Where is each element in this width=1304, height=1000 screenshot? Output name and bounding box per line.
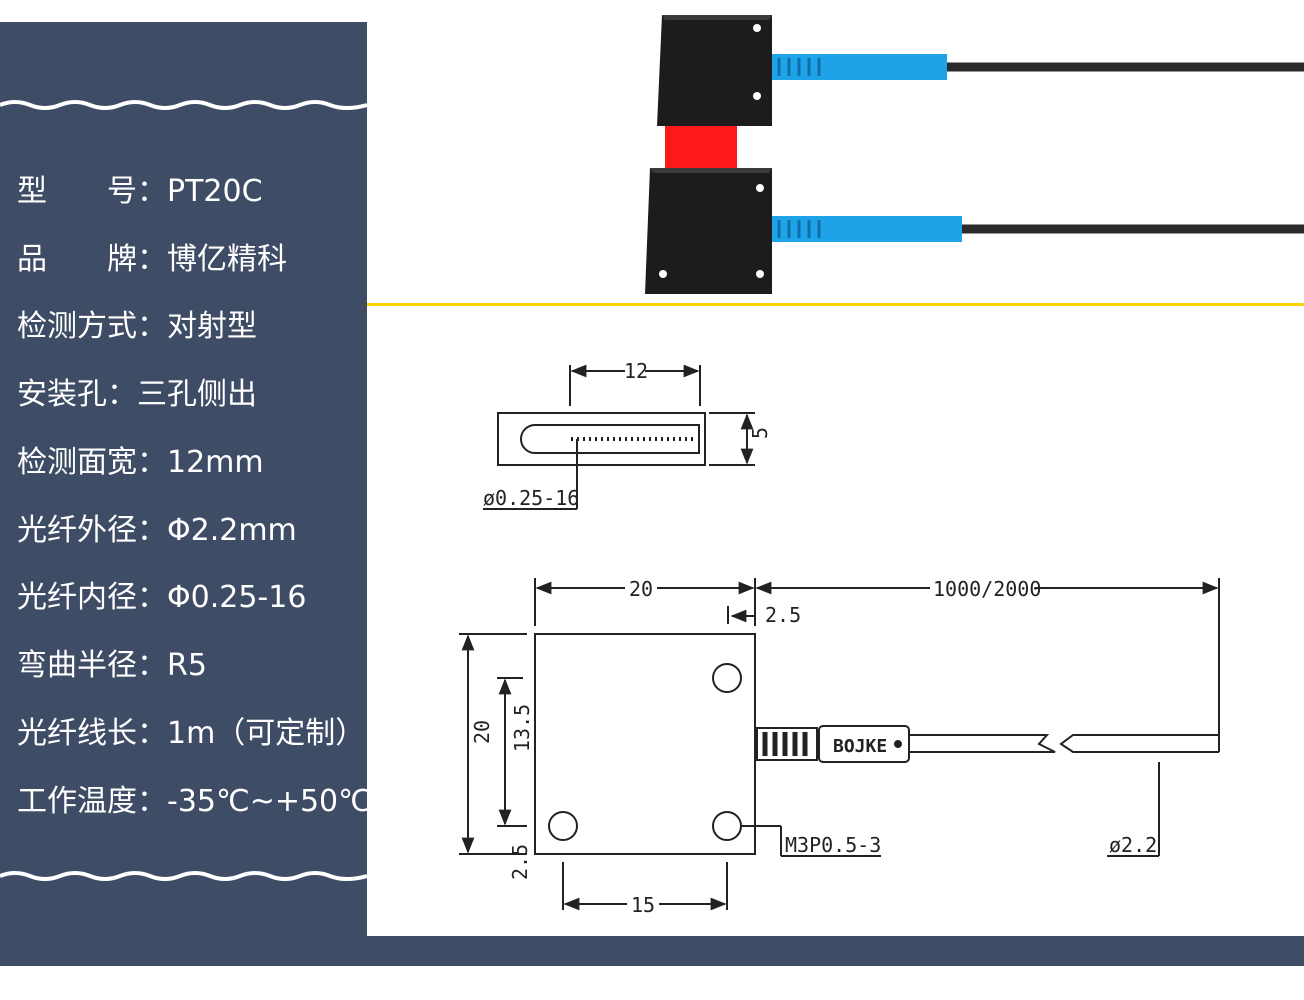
dim-fiber-inner: ø0.25-16	[483, 486, 579, 510]
spec-label: 品 牌：	[17, 242, 167, 277]
spec-row-fiber-inner-diameter: 光纤内径：Φ0.25-16	[17, 578, 306, 618]
spec-value: -35℃~+50℃	[167, 784, 372, 819]
spec-row-operating-temperature: 工作温度：-35℃~+50℃	[17, 782, 372, 822]
dim-hole-spacing-horizontal: 15	[631, 893, 655, 917]
dim-head-width: 12	[624, 359, 648, 383]
dim-screw-thread: M3P0.5-3	[785, 833, 881, 857]
bottom-band	[0, 936, 1304, 966]
spec-row-detection-width: 检测面宽：12mm	[17, 443, 264, 483]
spec-label: 弯曲半径：	[17, 648, 167, 683]
spec-panel: 型 号：PT20C 品 牌：博亿精科 检测方式：对射型 安装孔：三孔侧出 检测面…	[0, 22, 372, 936]
spec-label: 光纤外径：	[17, 513, 167, 548]
spec-label: 安装孔：	[17, 377, 137, 412]
spec-value: 1m（可定制）	[167, 716, 366, 751]
sensor-body-view	[459, 578, 1220, 911]
spec-value: R5	[167, 648, 207, 683]
upper-sensor-head	[657, 15, 772, 126]
spec-row-detection-method: 检测方式：对射型	[17, 307, 257, 347]
spec-label: 检测方式：	[17, 309, 167, 344]
spec-label: 光纤线长：	[17, 716, 167, 751]
spec-label: 型 号：	[17, 174, 167, 209]
wave-divider-top	[0, 100, 367, 110]
spec-row-bend-radius: 弯曲半径：R5	[17, 646, 207, 686]
spec-value: Φ0.25-16	[167, 580, 307, 615]
spec-row-fiber-length: 光纤线长：1m（可定制）	[17, 714, 365, 754]
spec-value: 博亿精科	[167, 242, 287, 277]
spec-value: Φ2.2mm	[167, 513, 297, 548]
wave-divider-bottom	[0, 871, 367, 881]
upper-fiber-sleeve	[772, 54, 947, 80]
product-illustration	[367, 0, 1304, 312]
light-beam	[665, 118, 737, 174]
dim-cable-diameter: ø2.2	[1109, 833, 1157, 857]
brand-mark: BOJKE	[833, 736, 887, 757]
spec-row-fiber-outer-diameter: 光纤外径：Φ2.2mm	[17, 511, 297, 551]
sensing-head-view	[483, 364, 755, 510]
cable-connector	[756, 725, 1220, 763]
spec-value: 12mm	[167, 445, 264, 480]
dim-offset: 2.5	[765, 603, 801, 627]
spec-row-mounting-holes: 安装孔：三孔侧出	[17, 375, 257, 415]
spec-label: 检测面宽：	[17, 445, 167, 480]
spec-value: 三孔侧出	[137, 377, 257, 412]
spec-value: 对射型	[167, 309, 257, 344]
spec-row-brand: 品 牌：博亿精科	[17, 240, 287, 280]
dim-hole-spacing-vertical: 13.5	[510, 704, 534, 752]
dim-bottom-offset: 2.5	[508, 844, 532, 880]
lower-sensor-head	[645, 168, 772, 294]
spec-label: 光纤内径：	[17, 580, 167, 615]
dim-body-width: 20	[629, 577, 653, 601]
dim-body-height: 20	[470, 720, 494, 744]
dim-head-height: 5	[748, 427, 772, 439]
dim-cable-length: 1000/2000	[933, 577, 1041, 601]
spec-value: PT20C	[167, 174, 263, 209]
spec-row-model: 型 号：PT20C	[17, 172, 263, 212]
spec-label: 工作温度：	[17, 784, 167, 819]
yellow-divider	[367, 303, 1304, 306]
dimension-drawing: 12 5 ø0.25-16 20 1000/2000 2.5 20 13	[459, 359, 1220, 917]
lower-fiber-sleeve	[772, 216, 962, 242]
